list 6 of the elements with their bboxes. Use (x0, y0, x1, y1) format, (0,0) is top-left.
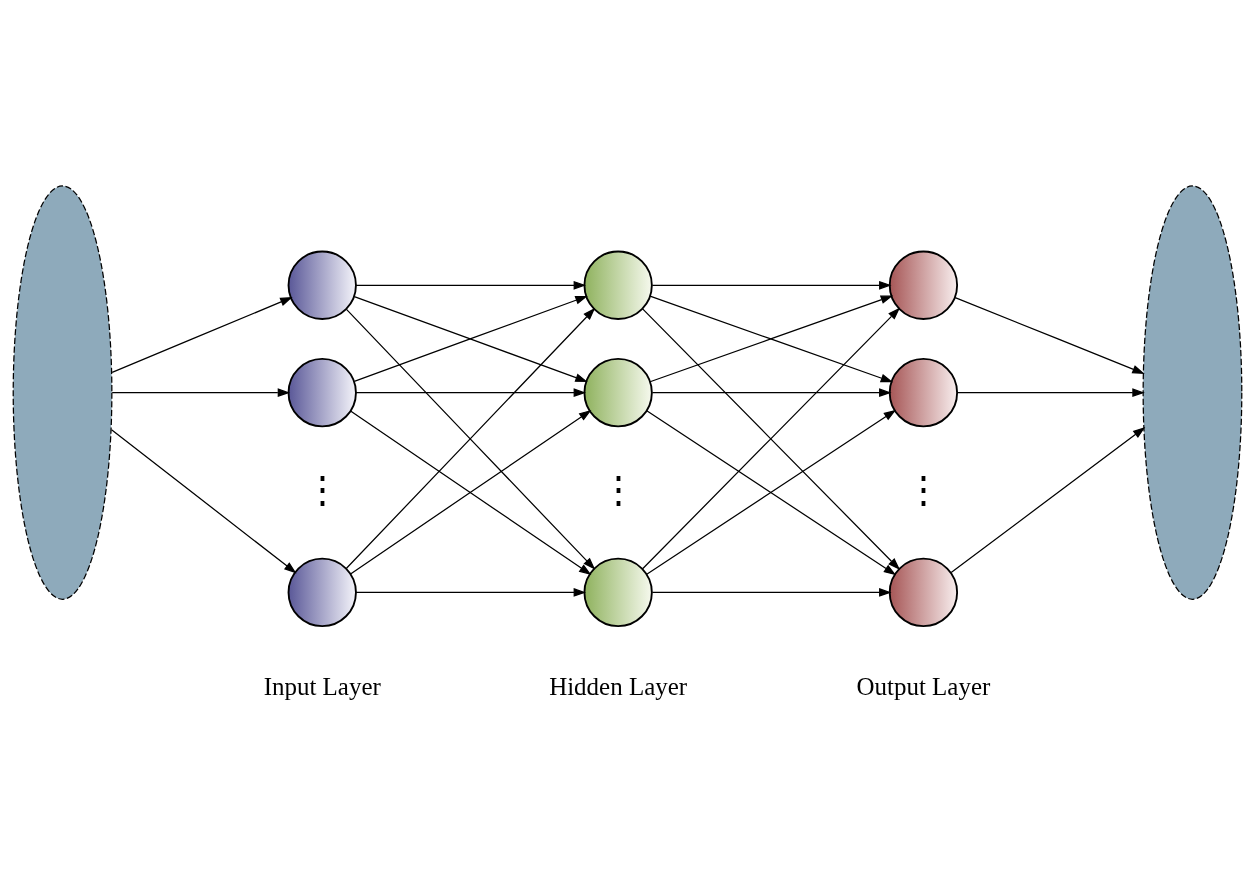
label: ⋮ (599, 468, 637, 510)
label: Input Layer (263, 672, 381, 700)
label: ⋮ (904, 468, 942, 510)
label: Output Layer (856, 672, 991, 700)
label: ⋮ (303, 468, 341, 510)
label: Hidden Layer (549, 672, 688, 700)
